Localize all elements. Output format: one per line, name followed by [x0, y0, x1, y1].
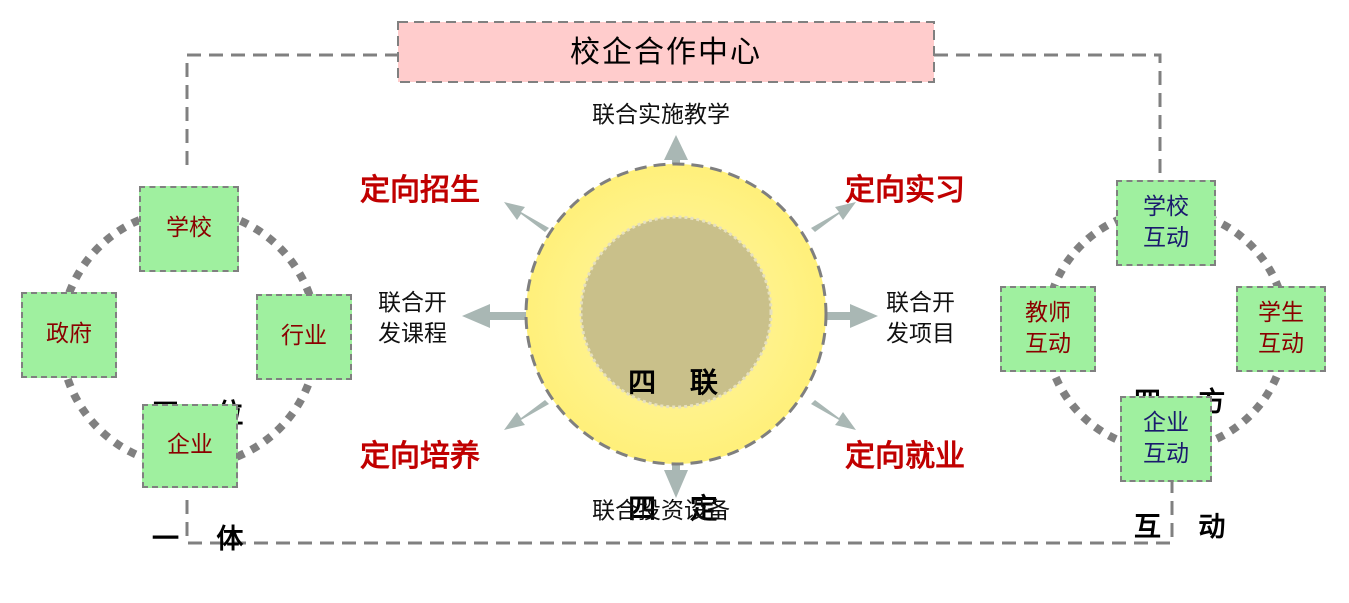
left-node-right: 行业	[256, 294, 352, 380]
left-node-top: 学校	[139, 186, 239, 272]
right-node-left: 教师 互动	[1000, 286, 1096, 372]
action-bottom: 联合投资设备	[592, 498, 730, 524]
left-node-bottom: 企业	[142, 404, 238, 488]
arrow-up-left	[504, 202, 549, 232]
direction-top-right: 定向实习	[845, 173, 965, 208]
direction-top-left: 定向招生	[360, 173, 480, 208]
action-right: 联合开 发项目	[886, 290, 955, 348]
left-node-top-label: 学校	[166, 215, 212, 242]
outer-frame	[185, 53, 1174, 545]
direction-bottom-right: 定向就业	[845, 439, 965, 474]
right-node-left-label: 教师 互动	[1025, 299, 1071, 357]
left-node-left: 政府	[21, 292, 117, 378]
core-label: 四 联 四 定	[616, 278, 742, 572]
left-title-line-2: 一 体	[152, 524, 258, 556]
arrow-left	[462, 304, 530, 328]
direction-bottom-left: 定向培养	[360, 439, 480, 474]
right-node-right-label: 学生 互动	[1258, 299, 1304, 357]
arrow-down-left	[504, 400, 549, 430]
right-title-line-2: 互 动	[1134, 512, 1240, 544]
core-line-1: 四 联	[628, 366, 730, 399]
action-top: 联合实施教学	[592, 102, 730, 128]
arrow-right	[820, 304, 878, 328]
title-box	[397, 21, 935, 83]
center-title: 校企合作中心	[570, 35, 762, 70]
inner-circle	[579, 215, 773, 409]
right-node-right: 学生 互动	[1236, 286, 1326, 372]
right-node-bottom-label: 企业 互动	[1143, 409, 1189, 467]
right-node-bottom: 企业 互动	[1120, 396, 1212, 482]
left-node-bottom-label: 企业	[167, 432, 213, 459]
action-left: 联合开 发课程	[378, 290, 447, 348]
arrow-up-right	[811, 202, 856, 232]
diagram-canvas	[57, 21, 1290, 545]
arrow-up	[664, 135, 688, 172]
right-node-top: 学校 互动	[1116, 180, 1216, 266]
left-node-right-label: 行业	[281, 323, 327, 350]
arrow-down-right	[811, 400, 856, 430]
right-node-top-label: 学校 互动	[1143, 193, 1189, 251]
core-line-2: 四 定	[628, 492, 730, 525]
left-node-left-label: 政府	[46, 321, 92, 348]
